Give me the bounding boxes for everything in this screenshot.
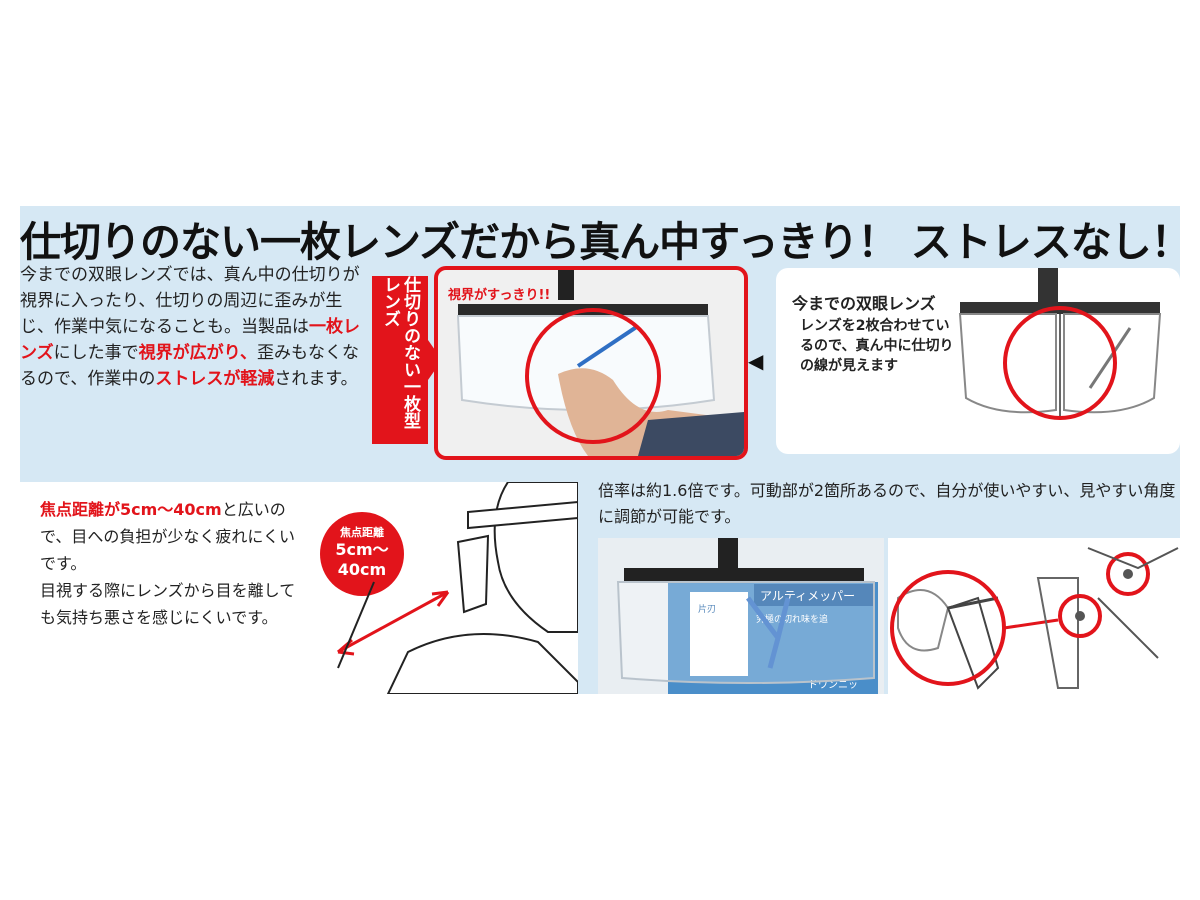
product-banner: 仕切りのない一枚レンズだから真ん中すっきり！ ストレスなし！ 今までの双眼レンズ… — [20, 206, 1180, 694]
old-lens-title: 今までの双眼レンズ — [792, 294, 936, 313]
package-photo: アルティメッパー 究極の切れ味を追 片刃 ドワンニッ — [598, 538, 884, 694]
clear-view-label: 視界がすっきり!! — [448, 288, 551, 303]
intro-part: にした事で — [53, 343, 139, 363]
focal-length-badge: 焦点距離 5cm～ 40cm — [320, 512, 404, 596]
intro-highlight: 視界が広がり、 — [138, 343, 257, 363]
binocular-lens-illustration — [958, 268, 1162, 420]
intro-highlight: 一枚レンズ — [20, 317, 360, 363]
package-text: 究極の切れ味を追 — [756, 613, 828, 625]
badge-label: 焦点距離 — [340, 526, 384, 539]
focal-length-body: と広いので、目への負担が少なく疲れにくいです。 — [40, 500, 296, 573]
single-lens-photo: 視界がすっきり!! — [434, 266, 748, 460]
package-illustration: アルティメッパー 究極の切れ味を追 片刃 ドワンニッ — [616, 538, 878, 694]
magnification-text: 倍率は約1.6倍です。可動部が2箇所あるので、自分が使いやすい、見やすい角度に調… — [598, 481, 1176, 526]
badge-value: 5cm～ 40cm — [335, 540, 389, 579]
headline: 仕切りのない一枚レンズだから真ん中すっきり！ ストレスなし！ — [20, 218, 1180, 266]
package-text: ドワンニッ — [808, 680, 858, 691]
intro-highlight: ストレスが軽減 — [155, 369, 275, 389]
focal-length-body-2: 目視する際にレンズから目を離しても気持ち悪さを感じにくいです。 — [40, 581, 296, 627]
intro-text: 今までの双眼レンズでは、真ん中の仕切りが視界に入ったり、仕切りの周辺に歪みが生じ… — [20, 262, 365, 392]
old-lens-description: レンズを2枚合わせているので、真ん中に仕切りの線が見えます — [800, 318, 954, 374]
single-lens-tab: 仕切りのない一枚型レンズ — [372, 276, 442, 444]
single-lens-illustration — [456, 270, 744, 456]
person-wearing-magnifier-illustration — [337, 482, 578, 694]
adjustable-joints-illustration — [890, 547, 1179, 690]
arrow-left-icon: ◀ — [748, 349, 764, 373]
old-lens-panel: 今までの双眼レンズ レンズを2枚合わせているので、真ん中に仕切りの線が見えます — [776, 268, 1180, 454]
intro-part: されます。 — [274, 369, 358, 389]
intro-part: 今までの双眼レンズでは、真ん中の仕切りが視界に入ったり、仕切りの周辺に歪みが生じ… — [20, 265, 360, 337]
package-title: アルティメッパー — [760, 589, 855, 603]
focal-length-highlight: 焦点距離が5cm～40cm — [40, 500, 222, 519]
focal-length-panel: 焦点距離が5cm～40cmと広いので、目への負担が少なく疲れにくいです。 目視す… — [20, 482, 578, 694]
intro-part: 歪みもなくなるので、作業中の — [20, 343, 359, 389]
adjustable-joints-panel — [888, 538, 1180, 694]
focal-length-text: 焦点距離が5cm～40cmと広いので、目への負担が少なく疲れにくいです。 目視す… — [40, 496, 310, 631]
package-text: 片刃 — [698, 603, 716, 615]
